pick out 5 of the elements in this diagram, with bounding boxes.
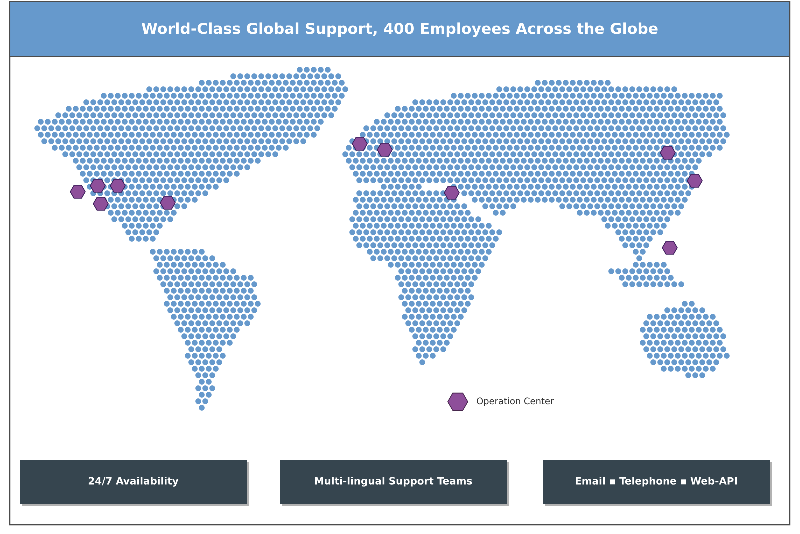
feature-box: Email ▪ Telephone ▪ Web-API <box>543 460 772 506</box>
title-bar: World-Class Global Support, 400 Employees Across the Globe <box>10 2 790 58</box>
feature-box: 24/7 Availability <box>20 460 249 506</box>
feature-box: Multi-lingual Support Teams <box>280 460 509 506</box>
legend-label: Operation Center <box>477 398 554 406</box>
